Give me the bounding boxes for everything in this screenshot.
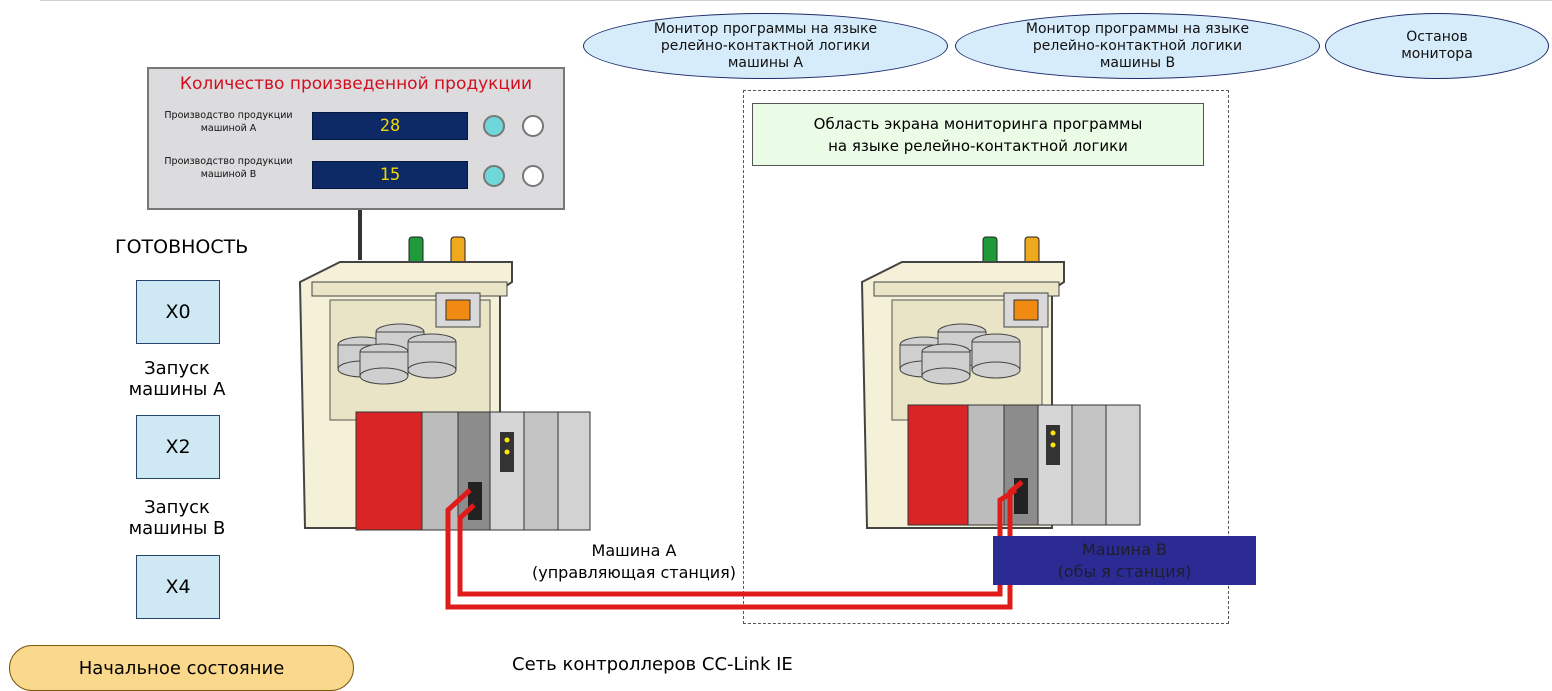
cc-link-cables bbox=[445, 480, 1024, 610]
input-x2-button[interactable]: X2 bbox=[136, 415, 220, 479]
machine-b-stop-lamp bbox=[522, 165, 544, 187]
machine-b-caption: Машина В (обы я станция) bbox=[993, 536, 1256, 585]
production-b-counter: 15 bbox=[312, 161, 468, 189]
production-b-label: Производство продукции машиной В bbox=[164, 156, 293, 180]
machine-a-caption: Машина А (управляющая станция) bbox=[531, 541, 736, 582]
production-a-label: Производство продукции машиной А bbox=[164, 110, 293, 134]
machine-a-stop-lamp bbox=[522, 115, 544, 137]
production-panel: Количество произведенной продукции Произ… bbox=[147, 67, 565, 210]
top-divider bbox=[40, 0, 1552, 1]
monitor-screen-area bbox=[743, 90, 1229, 624]
network-label: Сеть контроллеров CC-Link IE bbox=[512, 654, 793, 675]
machine-b-power-module bbox=[907, 404, 969, 526]
machine-b bbox=[860, 236, 1141, 529]
stop-monitor-button[interactable]: Останов монитора bbox=[1325, 13, 1549, 79]
machine-b-run-lamp bbox=[483, 165, 505, 187]
machine-a bbox=[298, 236, 591, 531]
monitor-machine-b-button[interactable]: Монитор программы на языке релейно-конта… bbox=[955, 13, 1320, 79]
machine-a-run-lamp bbox=[483, 115, 505, 137]
production-panel-title: Количество произведенной продукции bbox=[179, 74, 533, 94]
reset-initial-state-button[interactable]: Начальное состояние bbox=[9, 645, 354, 691]
input-x2-caption: Запуск машины В bbox=[128, 497, 226, 539]
production-a-counter: 28 bbox=[312, 112, 468, 140]
input-x4-button[interactable]: X4 bbox=[136, 555, 220, 619]
monitor-area-label: Область экрана мониторинга программы на … bbox=[752, 103, 1204, 166]
monitor-machine-a-button[interactable]: Монитор программы на языке релейно-конта… bbox=[583, 13, 948, 79]
ready-label: ГОТОВНОСТЬ bbox=[115, 236, 249, 258]
machine-a-power-module bbox=[355, 411, 423, 531]
input-x0-button[interactable]: X0 bbox=[136, 280, 220, 344]
input-x0-caption: Запуск машины А bbox=[128, 358, 226, 400]
